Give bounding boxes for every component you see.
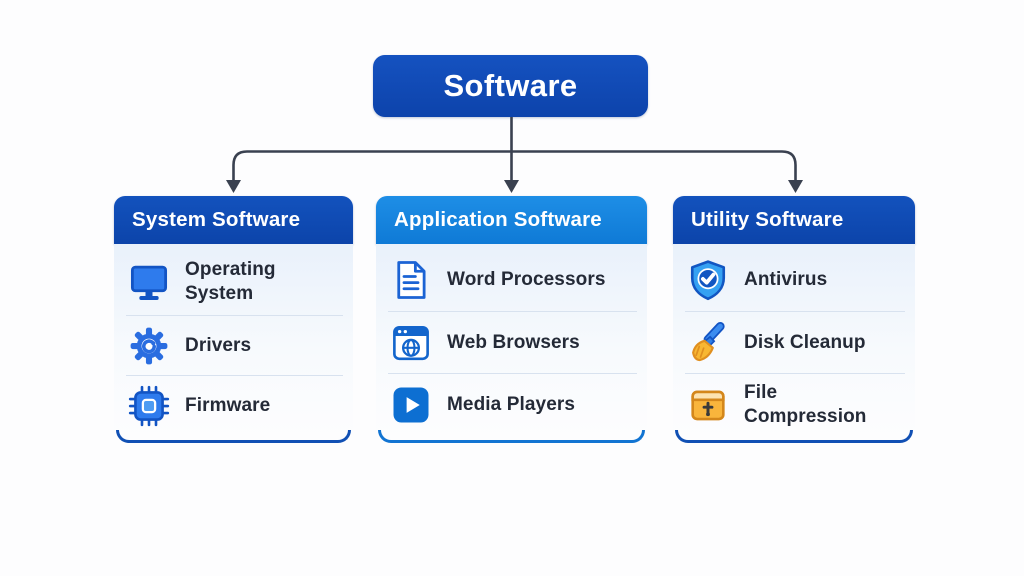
- item-label: Disk Cleanup: [744, 331, 866, 353]
- item-label: Antivirus: [744, 269, 828, 290]
- list-item-file-compression: File Compression: [685, 373, 905, 435]
- play-icon: [390, 384, 432, 426]
- list-item-web-browsers: Web Browsers: [388, 311, 637, 373]
- arrowhead-right-icon: [788, 180, 803, 193]
- card-utility-software-header: Utility Software: [673, 196, 915, 244]
- item-label: Web Browsers: [447, 331, 580, 353]
- list-item-drivers: Drivers: [126, 315, 343, 375]
- card-utility-software: Utility Software Antivirus: [673, 196, 915, 443]
- archive-zip-icon: [687, 384, 729, 426]
- card-utility-software-body: Antivirus Disk Cleanup: [673, 244, 915, 436]
- list-item-operating-system: Operating System: [126, 249, 343, 315]
- card-title: System Software: [132, 208, 301, 231]
- item-label: Media Players: [447, 393, 576, 415]
- card-application-software-header: Application Software: [376, 196, 647, 244]
- card-bottom-accent: [116, 430, 351, 443]
- item-label: File Compression: [744, 381, 867, 427]
- root-node-software: Software: [373, 55, 648, 117]
- list-item-firmware: Firmware: [126, 375, 343, 435]
- card-system-software: System Software Operating System: [114, 196, 353, 443]
- card-application-software: Application Software Word Processors: [376, 196, 647, 443]
- card-system-software-body: Operating System: [114, 244, 353, 436]
- item-label: Operating System: [185, 259, 276, 304]
- card-bottom-accent: [378, 430, 645, 443]
- card-title: Utility Software: [691, 208, 844, 231]
- root-node-label: Software: [443, 68, 578, 103]
- card-title: Application Software: [394, 208, 602, 231]
- item-label: Drivers: [185, 334, 252, 356]
- shield-check-icon: [687, 259, 729, 301]
- list-item-antivirus: Antivirus: [685, 249, 905, 311]
- arrowhead-left-icon: [226, 180, 241, 193]
- browser-globe-icon: [390, 322, 432, 364]
- document-icon: [390, 259, 432, 301]
- chip-icon: [128, 385, 170, 427]
- monitor-icon: [128, 261, 170, 303]
- arrowhead-center-icon: [504, 180, 519, 193]
- card-application-software-body: Word Processors Web Browsers: [376, 244, 647, 436]
- card-bottom-accent: [675, 430, 913, 443]
- item-label: Firmware: [185, 394, 271, 416]
- broom-icon: [687, 321, 729, 364]
- list-item-media-players: Media Players: [388, 373, 637, 435]
- list-item-word-processors: Word Processors: [388, 249, 637, 311]
- item-label: Word Processors: [447, 269, 606, 290]
- connector-branch-line: [232, 150, 797, 182]
- gear-icon: [128, 325, 170, 367]
- card-system-software-header: System Software: [114, 196, 353, 244]
- list-item-disk-cleanup: Disk Cleanup: [685, 311, 905, 373]
